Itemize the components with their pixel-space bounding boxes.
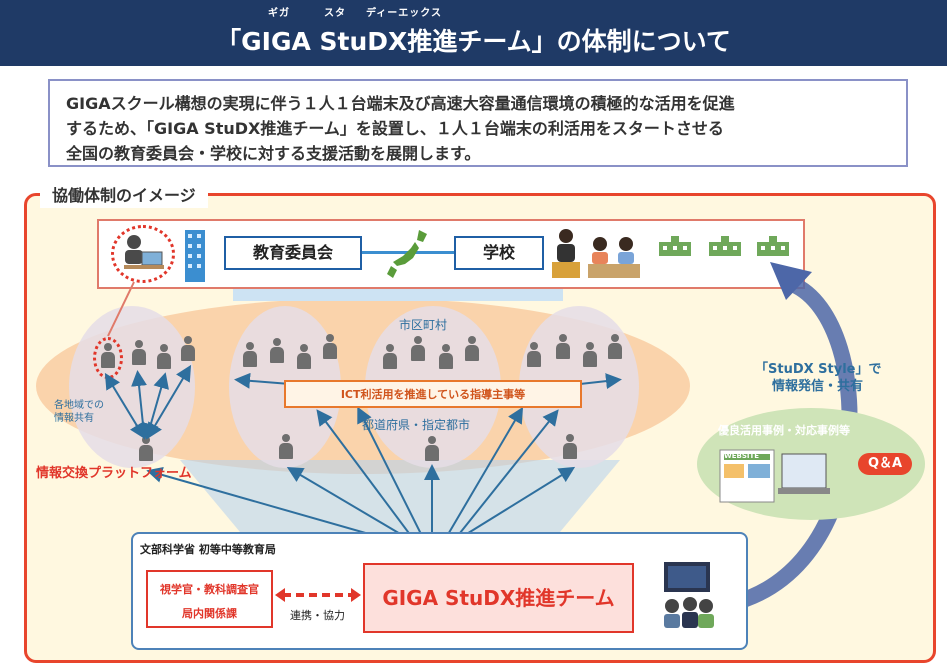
person-icon <box>139 436 153 466</box>
website-label: WEBSITE <box>724 452 760 460</box>
person-icon <box>181 336 195 366</box>
person-icon <box>132 340 146 370</box>
person-icon <box>608 334 622 364</box>
giga-studx-team-box: GIGA StuDX推進チーム <box>363 563 634 633</box>
ruby-dx: ディーエックス <box>366 8 442 19</box>
ruby-giga: ギガ <box>268 8 290 19</box>
building-icon <box>185 230 205 282</box>
qa-badge: Q＆A <box>858 453 912 475</box>
prefecture-label: 都道府県・指定都市 <box>362 418 471 432</box>
school-building-icon <box>757 236 789 256</box>
bureau-label: 局内関係課 <box>182 607 237 620</box>
cooperation-arrow <box>275 588 361 602</box>
person-icon <box>101 343 115 373</box>
municipality-label: 市区町村 <box>399 318 448 332</box>
user-link-line <box>107 281 135 337</box>
page-title: 「GIGA StuDX推進チーム」の体制について <box>216 27 731 56</box>
person-icon <box>279 434 293 464</box>
person-icon <box>439 344 453 374</box>
computer-user-icon <box>124 235 164 269</box>
person-icon <box>323 334 337 364</box>
mext-label: 文部科学省 初等中等教育局 <box>140 543 276 556</box>
intro-line-1: GIGAスクール構想の実現に伴う１人１台端末及び高速大容量通信環境の積極的な活用… <box>66 94 735 113</box>
title-bar: ギガ スタ ディーエックス 「GIGA StuDX推進チーム」の体制について <box>0 0 947 66</box>
person-icon <box>527 342 541 372</box>
laptop-icon <box>719 449 830 503</box>
person-icon <box>583 342 597 372</box>
person-icon <box>563 434 577 464</box>
board-school-box <box>97 219 805 289</box>
person-icon <box>297 344 311 374</box>
person-icon <box>383 344 397 374</box>
intro-box: GIGAスクール構想の実現に伴う１人１台端末及び高速大容量通信環境の積極的な活用… <box>48 79 908 167</box>
person-icon <box>243 342 257 372</box>
students-icon <box>588 237 640 278</box>
person-icon <box>556 334 570 364</box>
intro-line-2: するため、「GIGA StuDX推進チーム」を設置し、１人１台端末の利活用をスタ… <box>66 119 724 138</box>
inspector-box: 視学官・教科調査官 局内関係課 <box>146 570 273 628</box>
person-icon <box>465 336 479 366</box>
teacher-icon <box>552 229 580 278</box>
computer-user-highlight <box>111 225 175 283</box>
school-building-icon <box>709 236 741 256</box>
studx-style-line-2: 情報発信・共有 <box>772 379 864 394</box>
regional-sharing-line-2: 情報共有 <box>54 413 94 424</box>
regional-sharing-line-1: 各地域での <box>54 400 104 411</box>
person-icon <box>411 336 425 366</box>
examples-label: 優良活用事例・対応事例等 <box>718 424 850 437</box>
studx-style-line-1: 「StuDX Style」で <box>755 362 882 377</box>
intro-line-3: 全国の教育委員会・学校に対する支援活動を展開します。 <box>66 144 481 163</box>
ruby-stu: スタ <box>324 8 346 19</box>
cooperation-label: 連携・協力 <box>290 609 345 622</box>
funnel-top <box>233 289 563 301</box>
board-of-education-label: 教育委員会 <box>224 236 362 270</box>
ict-supervisor-box: ICT利活用を推進している指導主事等 <box>284 380 582 408</box>
platform-label: 情報交換プラットフォーム <box>36 466 192 481</box>
school-building-icon <box>659 236 691 256</box>
team-members-icon <box>664 562 714 628</box>
person-icon <box>270 338 284 368</box>
inspector-label: 視学官・教科調査官 <box>160 583 259 596</box>
japan-map-icon <box>387 230 427 278</box>
section-label: 協働体制のイメージ <box>40 180 208 208</box>
school-label: 学校 <box>454 236 544 270</box>
